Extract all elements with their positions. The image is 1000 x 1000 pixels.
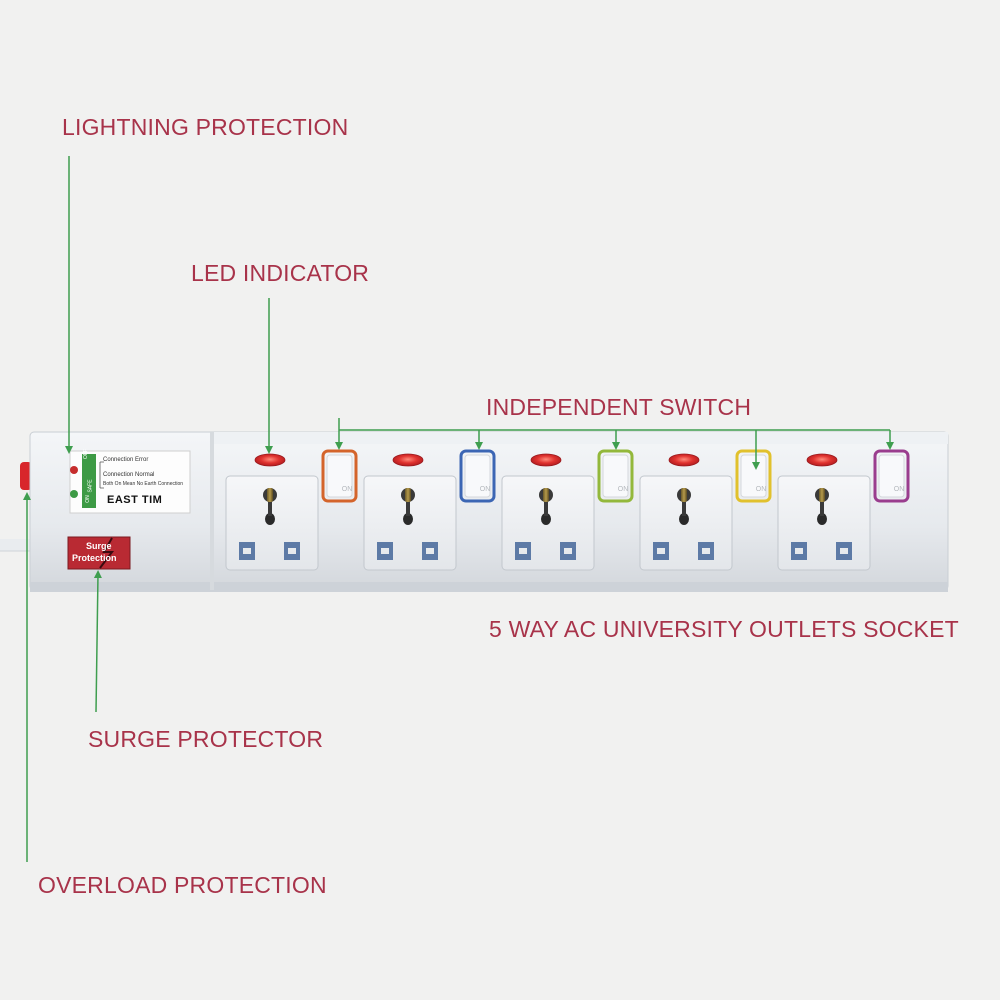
neutral-slot (284, 542, 300, 560)
led-indicator (254, 453, 286, 467)
badge-on: ON (84, 495, 91, 503)
badge-off: OFF (83, 449, 89, 459)
callout-lightning-protection: LIGHTNING PROTECTION (62, 114, 349, 140)
neutral-slot (698, 542, 714, 560)
neutral-slot (560, 542, 576, 560)
callout-arrows (23, 156, 894, 862)
switch-on-label: ON (342, 486, 353, 493)
live-slot (377, 542, 393, 560)
switch-on-label: ON (480, 486, 491, 493)
outlet-unit: ON (639, 449, 772, 571)
status-both-on-note: Both On Mean No Earth Connection (103, 481, 184, 487)
neutral-slot (422, 542, 438, 560)
earth-pin-hole (403, 513, 413, 525)
surge-badge (67, 536, 131, 570)
surge-arrow (93, 570, 102, 713)
status-connection-error: Connection Error (103, 457, 149, 463)
independent-switch[interactable]: ON (873, 449, 910, 503)
earth-pin-hole (265, 513, 275, 525)
independent-switch[interactable]: ON (321, 449, 358, 503)
overload-reset-button (20, 462, 32, 490)
independent-switch[interactable]: ON (597, 449, 634, 503)
switch-on-label: ON (894, 486, 905, 493)
callout-led-indicator: LED INDICATOR (191, 260, 370, 286)
live-slot (791, 542, 807, 560)
outlet-unit: ON (225, 449, 358, 571)
normal-led (70, 490, 78, 498)
status-badge-strip (82, 454, 96, 508)
badge-safe: SAFE (87, 479, 94, 493)
earth-pin-hole (679, 513, 689, 525)
outlet-unit: ON (777, 449, 910, 571)
brand-name: EAST TIM (107, 494, 163, 506)
live-slot (239, 542, 255, 560)
earth-pin-hole (817, 513, 827, 525)
callout-independent-switch: INDEPENDENT SWITCH (486, 394, 752, 420)
neutral-slot (836, 542, 852, 560)
led-indicator (806, 453, 838, 467)
surge-badge-line2: Protection (72, 553, 117, 563)
outlet-unit: ON (363, 449, 496, 571)
independent-switch[interactable]: ON (735, 449, 772, 503)
led-indicator (392, 453, 424, 467)
callout-outlets-socket: 5 WAY AC UNIVERSITY OUTLETS SOCKET (489, 616, 959, 642)
surge-badge-line1: Surge (86, 541, 112, 551)
earth-pin-hole (541, 513, 551, 525)
callout-overload-protection: OVERLOAD PROTECTION (38, 872, 327, 898)
live-slot (515, 542, 531, 560)
switch-on-label: ON (756, 486, 767, 493)
switch-on-label: ON (618, 486, 629, 493)
live-slot (653, 542, 669, 560)
outlet-unit: ON (501, 449, 634, 571)
independent-switch[interactable]: ON (459, 449, 496, 503)
led-indicator (668, 453, 700, 467)
error-led (70, 466, 78, 474)
status-connection-normal: Connection Normal (103, 472, 155, 478)
led-indicator (530, 453, 562, 467)
callout-surge-protector: SURGE PROTECTOR (88, 726, 324, 752)
